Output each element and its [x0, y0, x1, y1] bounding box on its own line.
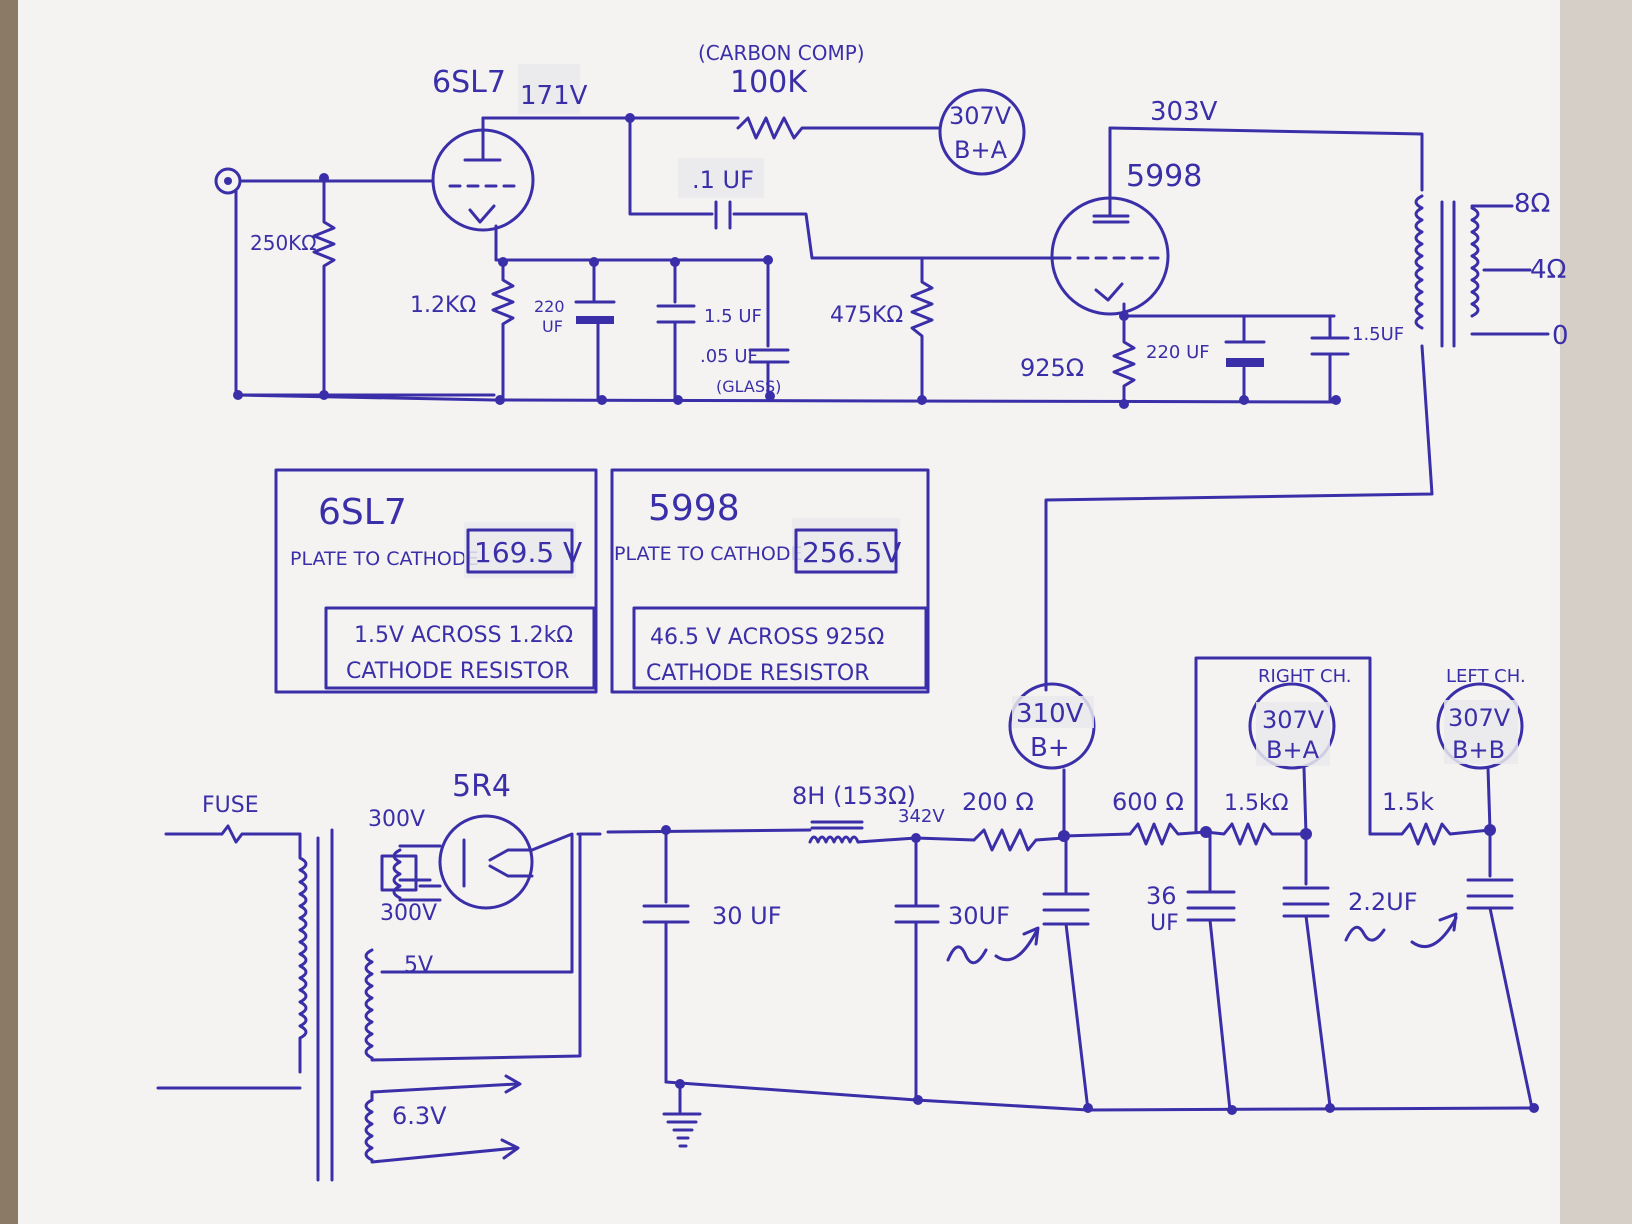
label-5v: 5V	[404, 953, 433, 978]
output-tap-8: 8Ω	[1514, 189, 1550, 219]
label-250k: 250KΩ	[250, 231, 317, 255]
label-1-5uf-a: 1.5 UF	[704, 306, 762, 327]
label-sec-300b: 300V	[380, 901, 437, 926]
bplus-label: B+	[1030, 733, 1070, 763]
grid-resistor-475k	[910, 256, 934, 404]
measurement-box-5998: 5998 PLATE TO CATHODE 256.5V 46.5 V ACRO…	[610, 468, 930, 694]
paper-shadow	[1560, 0, 1632, 1224]
label-30uf-a: 30 UF	[712, 902, 782, 930]
label-1-5k-b: 1.5k	[1382, 788, 1434, 816]
choke-8h	[808, 835, 860, 844]
label-1-5k-a: 1.5kΩ	[1224, 791, 1289, 816]
filament-5v-winding	[364, 948, 374, 1060]
box-6sl7-inner-2: CATHODE RESISTOR	[346, 659, 569, 684]
power-supply-section: FUSE 300V 300V 5R4 5V 6.3V	[156, 656, 1539, 1182]
tube-6sl7-label: 6SL7	[432, 65, 506, 100]
plate-resistor-100k	[736, 116, 942, 140]
label-475k: 475KΩ	[830, 303, 903, 328]
bplusa-top-label: B+A	[954, 136, 1008, 164]
label-coupling-cap: .1 UF	[692, 166, 754, 194]
box-6sl7-value: 169.5 V	[474, 536, 582, 569]
cathode-resistor-1-2k	[491, 260, 515, 402]
box-6sl7-inner-1: 1.5V ACROSS 1.2kΩ	[354, 623, 573, 648]
label-glass: (GLASS)	[716, 377, 781, 396]
box-5998-inner-1: 46.5 V ACROSS 925Ω	[650, 625, 884, 650]
output-transformer-secondary	[1470, 206, 1480, 318]
label-100k: 100K	[730, 65, 808, 100]
resistor-1-5k-b	[1368, 822, 1492, 846]
box-5998-value: 256.5V	[802, 536, 901, 569]
label-220-unit: UF	[542, 317, 563, 336]
label-600: 600 Ω	[1112, 788, 1184, 816]
measurement-box-6sl7: 6SL7 PLATE TO CATHODE 169.5 V 1.5V ACROS…	[274, 468, 598, 694]
label-925: 925Ω	[1020, 354, 1084, 382]
label-220: 220	[534, 297, 565, 316]
bplusa-voltage: 307V	[1262, 706, 1325, 734]
label-6-3v: 6.3V	[392, 1102, 447, 1130]
label-sec-300a: 300V	[368, 807, 425, 832]
filter-cap-30uf-a	[642, 828, 690, 1084]
label-220uf-b: 220 UF	[1146, 342, 1210, 363]
label-fuse: FUSE	[202, 793, 259, 818]
node-bplusa-307	[1248, 682, 1336, 770]
filter-cap-right-ch	[1282, 832, 1332, 1108]
box-5998-inner-2: CATHODE RESISTOR	[646, 661, 869, 686]
cathode-bypass-220uf	[576, 316, 614, 324]
label-36: 36	[1146, 882, 1177, 910]
resistor-1-5k-a	[1204, 822, 1308, 846]
hv-centertap	[380, 854, 418, 892]
bplus-voltage: 310V	[1016, 699, 1084, 729]
bplusa-top-voltage: 307V	[949, 102, 1012, 130]
cathode-bypass-220uf-b	[1226, 358, 1264, 367]
label-right-ch: RIGHT CH.	[1258, 666, 1352, 687]
node-bplusb-307	[1436, 682, 1524, 770]
coupling-capacitor	[732, 212, 1062, 260]
amp-ground-rail	[236, 393, 1338, 404]
ground-symbol	[662, 1082, 702, 1148]
output-tap-0: 0	[1552, 321, 1569, 351]
box-6sl7-text: PLATE TO CATHODE	[290, 548, 479, 570]
bplusa-label: B+A	[1266, 736, 1320, 764]
grid-resistor-250k	[312, 179, 336, 397]
rectifier-5r4	[438, 814, 534, 910]
filament-6-3v-winding	[364, 1098, 374, 1162]
label-choke: 8H (153Ω)	[792, 782, 916, 810]
filter-cap-36uf	[1186, 830, 1236, 1112]
plate-voltage-171: 171V	[520, 81, 588, 111]
label-carbon-comp: (CARBON COMP)	[698, 41, 865, 65]
fuse	[164, 824, 302, 844]
label-left-ch: LEFT CH.	[1446, 666, 1526, 687]
label-5r4: 5R4	[452, 769, 511, 804]
label-36-unit: UF	[1150, 911, 1179, 936]
box-6sl7-tube: 6SL7	[318, 492, 407, 533]
bplus-rail	[606, 828, 812, 834]
resistor-600	[1128, 822, 1208, 846]
label-2-2uf: 2.2UF	[1348, 888, 1418, 916]
node-bplusa-top	[938, 88, 1026, 176]
paper	[18, 0, 1632, 1224]
filter-cap-30uf-b	[894, 836, 940, 1102]
label-1-2k: 1.2KΩ	[410, 293, 476, 318]
cathode-resistor-925	[1112, 314, 1136, 406]
label-05uf: .05 UF	[700, 346, 758, 367]
bplusb-label: B+B	[1452, 736, 1505, 764]
psu-ground-rail	[664, 1080, 1536, 1112]
label-200: 200 Ω	[962, 788, 1034, 816]
label-30uf-b: 30UF	[948, 902, 1010, 930]
label-1-5uf-b: 1.5UF	[1352, 324, 1404, 345]
bplusb-voltage: 307V	[1448, 704, 1511, 732]
filter-cap-bplus	[1042, 834, 1090, 1112]
box-5998-tube: 5998	[648, 488, 740, 529]
power-transformer-primary	[298, 832, 308, 1074]
box-5998-text: PLATE TO CATHODE	[614, 543, 803, 565]
resistor-200	[972, 828, 1066, 852]
plate-voltage-303: 303V	[1150, 97, 1218, 127]
amplifier-section: 250KΩ 6SL7 171V (CARBON COMP) 100K 307V …	[214, 41, 1569, 692]
output-transformer-primary	[1414, 194, 1424, 330]
filter-cap-left-ch	[1466, 828, 1534, 1110]
tube-5998-label: 5998	[1126, 159, 1202, 194]
label-342v: 342V	[898, 806, 945, 827]
output-tap-4: 4Ω	[1530, 255, 1566, 285]
